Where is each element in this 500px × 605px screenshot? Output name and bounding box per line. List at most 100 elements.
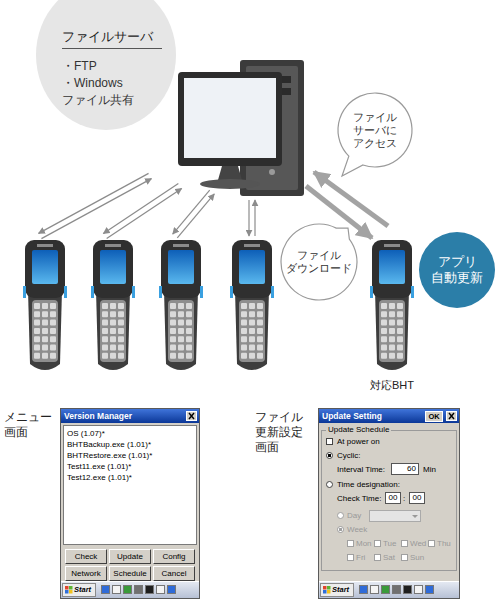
button-label: Schedule xyxy=(113,569,146,579)
side-button xyxy=(200,286,203,298)
terminal-key xyxy=(42,320,48,326)
terminal-key xyxy=(186,345,192,351)
terminal-key xyxy=(110,353,116,359)
terminal-key xyxy=(34,328,40,334)
checkbox xyxy=(428,540,435,547)
command-button: Network xyxy=(65,566,107,581)
sync-arrow xyxy=(177,194,214,238)
terminal-key xyxy=(170,336,176,342)
terminal-key xyxy=(102,311,108,317)
window-title: Version Manager xyxy=(64,411,132,421)
start-button: Start xyxy=(320,583,354,597)
command-button: Schedule xyxy=(109,566,151,581)
terminal-key xyxy=(389,303,395,309)
text-block: ファイルサーバ・FTP・Windows ファイル共有 xyxy=(62,28,162,109)
checkbox xyxy=(374,554,381,561)
command-button: Check xyxy=(65,549,107,564)
terminal-key xyxy=(34,311,40,317)
terminal-key xyxy=(257,345,263,351)
ellipse-shape xyxy=(36,0,176,130)
side-button xyxy=(370,286,373,298)
radio-button xyxy=(337,526,344,533)
terminal-head xyxy=(232,240,272,298)
protocol-item: ・Windows ファイル共有 xyxy=(62,75,162,109)
checkbox xyxy=(374,540,381,547)
dropdown-arrow xyxy=(412,515,418,518)
command-button: Cancel xyxy=(153,566,195,581)
terminal-key xyxy=(186,336,192,342)
terminal-key xyxy=(241,336,247,342)
terminal-key xyxy=(118,311,124,317)
group-title: Update Schedule xyxy=(326,425,391,435)
terminal-keypad xyxy=(32,300,58,362)
window-title: Update Setting xyxy=(322,411,382,421)
terminal-key xyxy=(241,345,247,351)
checkbox xyxy=(401,554,408,561)
terminal-key xyxy=(170,345,176,351)
terminal-key xyxy=(110,303,116,309)
terminal-body xyxy=(96,290,130,370)
version-item: Test11.exe (1.01)* xyxy=(67,461,193,472)
handheld-terminal xyxy=(370,240,414,370)
start-flag xyxy=(323,586,331,594)
checkbox xyxy=(401,540,408,547)
option-label: Mon xyxy=(356,539,372,549)
option-label: Check Time: xyxy=(337,494,381,504)
access-arrow xyxy=(314,172,388,226)
start-button: Start xyxy=(62,583,96,597)
command-button: Update xyxy=(109,549,151,564)
terminal-key xyxy=(170,328,176,334)
windows-flag xyxy=(65,586,73,594)
terminal-key xyxy=(241,311,247,317)
interval-field: 60 xyxy=(391,463,419,475)
dropdown-box xyxy=(369,510,421,522)
button-label: Check xyxy=(75,552,98,562)
terminal-key xyxy=(50,311,56,317)
field-value: 00 xyxy=(413,493,422,503)
start-label: Start xyxy=(332,585,349,595)
button-label: OK xyxy=(428,412,439,421)
tray-icon xyxy=(134,585,143,594)
version-list: OS (1.07)*BHTBackup.exe (1.01)*BHTRestor… xyxy=(63,425,197,545)
terminal-key xyxy=(241,303,247,309)
terminal-key xyxy=(257,311,263,317)
terminal-key xyxy=(42,311,48,317)
terminal-key xyxy=(34,303,40,309)
sync-arrow xyxy=(103,184,178,234)
terminal-key xyxy=(118,336,124,342)
handheld-terminal xyxy=(23,240,67,370)
close-cross xyxy=(449,413,454,419)
version-item: OS (1.07)* xyxy=(67,428,193,439)
terminal-key xyxy=(118,353,124,359)
terminal-key xyxy=(102,320,108,326)
terminal-key xyxy=(178,311,184,317)
option-label: Fri xyxy=(356,553,365,563)
ok-button: OK xyxy=(425,411,443,422)
sync-arrow xyxy=(173,190,210,234)
flag-square xyxy=(69,590,73,594)
terminal-key xyxy=(389,328,395,334)
terminal-key xyxy=(110,311,116,317)
terminal-key xyxy=(110,328,116,334)
close-button xyxy=(186,411,197,421)
terminal-key xyxy=(42,345,48,351)
monitor-stand xyxy=(218,166,242,180)
sync-arrow xyxy=(107,188,182,238)
option-label: Day xyxy=(347,511,361,521)
button-label: Update xyxy=(117,552,143,562)
tray-icon xyxy=(359,585,368,594)
version-item: BHTRestore.exe (1.01)* xyxy=(67,450,193,461)
terminal-logo xyxy=(384,244,400,247)
terminal-key xyxy=(110,345,116,351)
terminal-key xyxy=(249,336,255,342)
terminal-key xyxy=(249,328,255,334)
terminal-key xyxy=(118,345,124,351)
handheld-terminal xyxy=(230,240,274,370)
terminal-key xyxy=(186,328,192,334)
checkbox xyxy=(347,540,354,547)
terminal-keypad xyxy=(168,300,194,362)
terminal-screen xyxy=(100,250,126,284)
option-label: Interval Time: xyxy=(337,465,385,475)
terminal-key xyxy=(50,353,56,359)
tray-icon xyxy=(381,585,390,594)
